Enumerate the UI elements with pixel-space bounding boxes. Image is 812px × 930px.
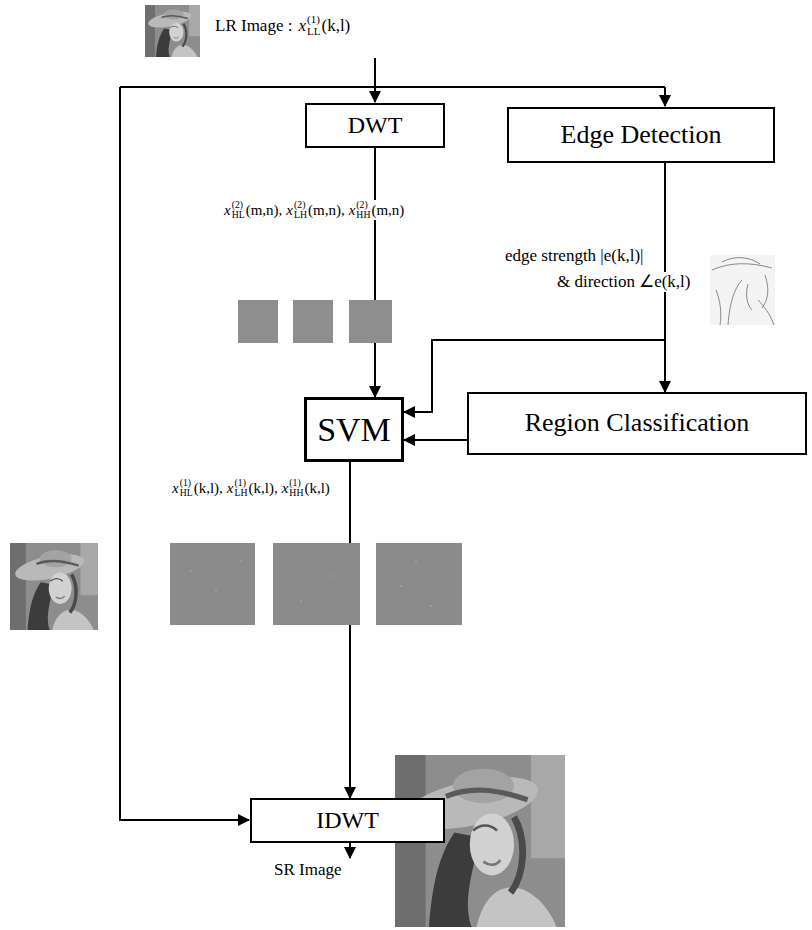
formula-symbol: x <box>227 480 234 497</box>
formula-argument: (k,l), <box>249 480 278 497</box>
subband-image <box>170 543 462 625</box>
lr-photo <box>145 5 200 57</box>
classifier-box: SVM <box>304 397 404 462</box>
formula-subscript: HH <box>356 210 370 220</box>
process-box: IDWT <box>250 798 445 843</box>
formula-argument: (m,n), <box>246 202 283 219</box>
formula-argument: (k,l), <box>194 480 223 497</box>
formula-symbol: x <box>286 202 293 219</box>
edge-feature-label: & direction ∠e(k,l) <box>555 272 693 292</box>
formula-superscript: (2) <box>356 200 370 210</box>
formula-subscript: HH <box>289 488 303 498</box>
formula-superscript: (1) <box>235 478 248 488</box>
image-label: SR Image <box>272 860 344 880</box>
formula-subscript: LH <box>294 210 307 220</box>
formula-subscript: HL <box>180 488 193 498</box>
node-label: Edge Detection <box>561 121 722 150</box>
formula-superscript: (2) <box>294 200 307 210</box>
formula: LR Image : x(1)LL(k,l) <box>213 14 356 37</box>
formula-subscript: HL <box>232 210 245 220</box>
formula-term: x(1)HH(k,l) <box>282 478 330 498</box>
index-stack: (2)HH <box>356 200 370 220</box>
index-stack: (1)HL <box>180 478 193 498</box>
process-box: Region Classification <box>467 392 807 455</box>
input-line <box>120 86 665 88</box>
input-arrow <box>374 87 376 102</box>
subband-image <box>238 300 392 343</box>
formula-superscript: (1) <box>307 14 321 26</box>
node-label: DWT <box>348 112 403 138</box>
process-box: DWT <box>305 103 445 148</box>
node-label: Region Classification <box>525 409 750 438</box>
formula-symbol: x <box>172 480 179 497</box>
index-stack: (2)LH <box>294 200 307 220</box>
edge-feature-label: edge strength |e(k,l)| <box>503 246 646 266</box>
node-label: SVM <box>317 411 391 448</box>
formula-term: x(2)HH(m,n) <box>349 200 405 220</box>
formula-symbol: x <box>298 16 306 36</box>
formula-symbol: x <box>349 202 356 219</box>
formula-subscript: LH <box>235 488 248 498</box>
flow-arrow <box>349 462 351 798</box>
output-arrow <box>349 843 351 858</box>
formula: x(2)HL(m,n),x(2)LH(m,n),x(2)HH(m,n) <box>222 200 410 220</box>
formula-term: x(1)LL(k,l) <box>298 14 350 37</box>
formula-symbol: x <box>282 480 289 497</box>
flow-arrow <box>404 439 467 441</box>
formula-superscript: (2) <box>232 200 245 210</box>
formula-subscript: LL <box>307 26 321 38</box>
formula-superscript: (1) <box>180 478 193 488</box>
formula-argument: (m,n), <box>308 202 345 219</box>
formula-argument: (k,l) <box>321 16 350 36</box>
formula-term: x(1)HL(k,l), <box>172 478 223 498</box>
lr-photo <box>10 543 98 630</box>
formula-term: x(2)LH(m,n), <box>286 200 344 220</box>
formula-argument: (m,n) <box>371 202 404 219</box>
index-stack: (1)LL <box>307 14 321 37</box>
formula-argument: (k,l) <box>304 480 329 497</box>
edge-map <box>710 255 775 325</box>
input-arrow <box>664 87 666 106</box>
formula: x(1)HL(k,l),x(1)LH(k,l),x(1)HH(k,l) <box>170 478 336 498</box>
image-label: LR Image : <box>215 16 292 36</box>
index-stack: (2)HL <box>232 200 245 220</box>
index-stack: (1)LH <box>235 478 248 498</box>
index-stack: (1)HH <box>289 478 303 498</box>
process-box: Edge Detection <box>507 107 775 163</box>
bypass-arrow <box>120 87 249 820</box>
flow-arrow <box>374 148 376 397</box>
input-line <box>374 58 376 87</box>
formula-superscript: (1) <box>289 478 303 488</box>
formula-term: x(2)HL(m,n), <box>224 200 282 220</box>
node-label: IDWT <box>316 807 379 833</box>
formula-symbol: x <box>224 202 231 219</box>
formula-term: x(1)LH(k,l), <box>227 478 278 498</box>
